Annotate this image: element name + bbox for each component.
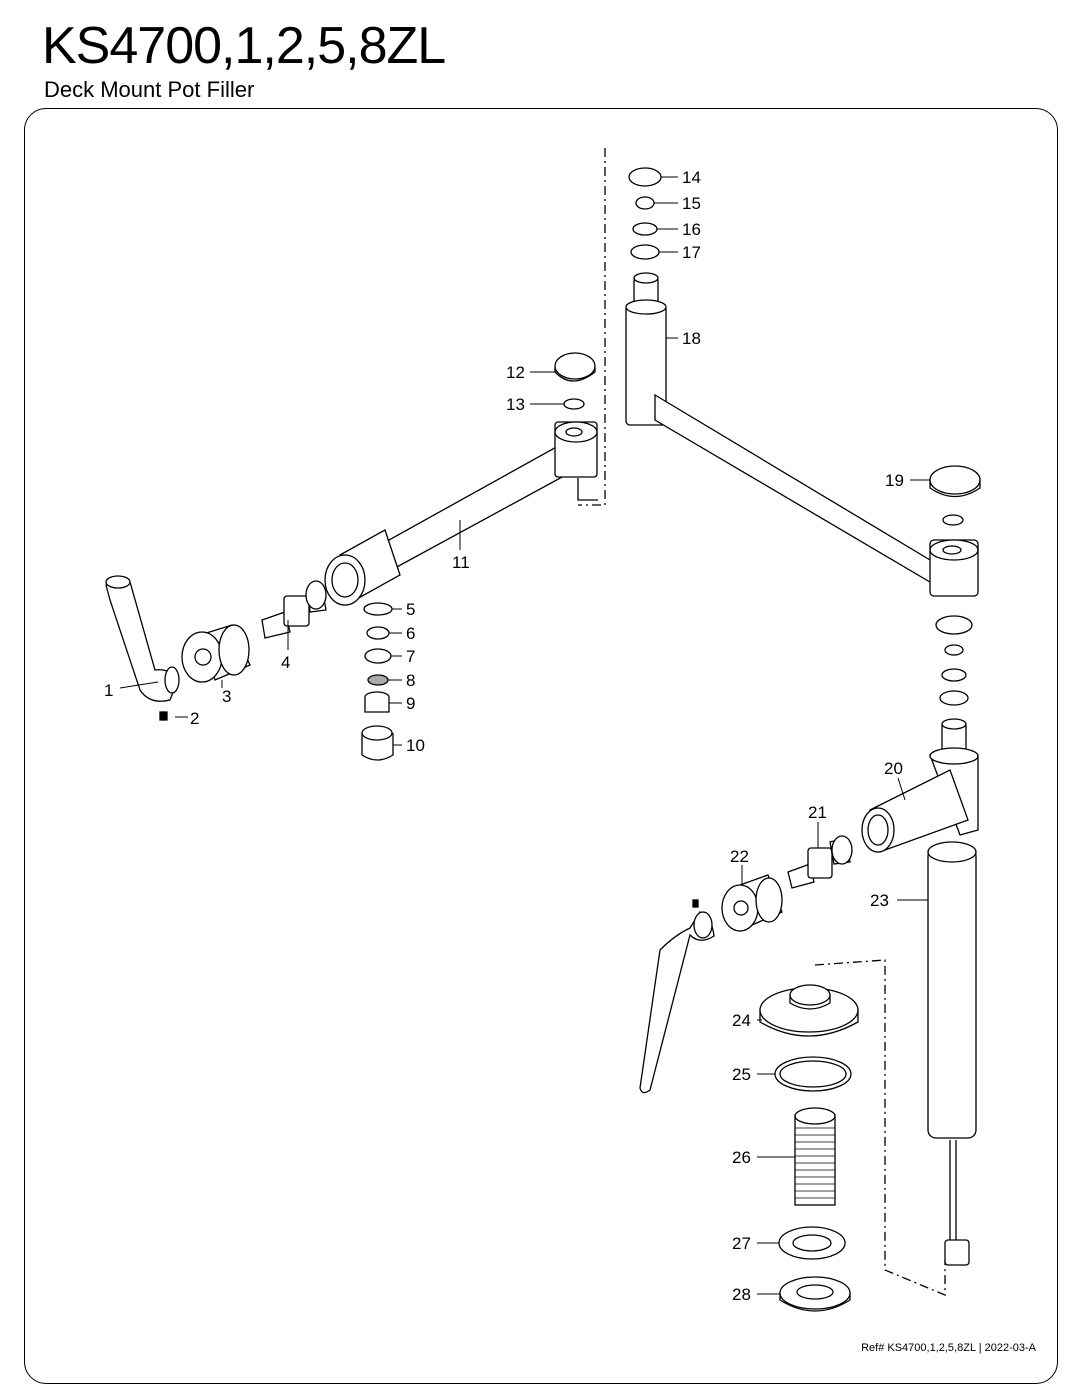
part-8-screen [367,674,389,686]
part-12-cap [554,352,596,382]
part-14-o-ring [628,167,662,187]
part-13-o-ring [563,398,585,410]
assembly-guide-lines [578,148,946,1296]
part-label: 14 [682,168,701,187]
product-subtitle: Deck Mount Pot Filler [44,77,255,102]
part-20-valve-body [861,718,979,853]
part-label: 5 [406,600,415,619]
part-28-mounting-nut [779,1276,851,1312]
part-24-deck-flange [759,984,859,1037]
part-26-threaded-stem [794,1107,836,1206]
part-7-ring [364,648,392,664]
part-label: 2 [190,709,199,728]
part-27-washer [778,1226,846,1260]
part-21-valve-cartridge [787,835,853,889]
part-label: 20 [884,759,903,778]
part-label: 24 [732,1011,751,1030]
part-17-o-ring [630,244,660,260]
part-label: 13 [506,395,525,414]
part-18-upper-swivel-body [625,272,936,587]
part-15-washer [635,196,655,210]
part-label: 28 [732,1285,751,1304]
model-title: KS4700,1,2,5,8ZL [42,17,446,75]
part-label: 25 [732,1065,751,1084]
diagram-frame [24,108,1058,1384]
part-number-labels: 1 2 3 4 5 6 7 8 9 10 11 12 13 14 15 16 1… [104,168,904,1304]
part-label: 4 [281,653,290,672]
part-11-spout-arm [324,421,598,606]
part-label: 3 [222,687,231,706]
part-label: 18 [682,329,701,348]
part-10-aerator-housing [361,725,394,761]
lower-elbow-joint [929,539,979,597]
part-label: 12 [506,363,525,382]
part-1-lever-handle [105,575,180,702]
part-3-handle-sleeve [181,624,251,683]
thread-lines [795,1127,835,1199]
part-label: 26 [732,1148,751,1167]
part-9-aerator-insert [364,691,390,713]
part-2-set-screw [159,711,168,721]
part-6-washer [366,626,390,640]
part-22-handle-sleeve [721,874,783,932]
reference-note: Ref# KS4700,1,2,5,8ZL | 2022-03-A [861,1342,1036,1354]
part-19-cap [929,465,981,498]
part-label: 16 [682,220,701,239]
part-label: 1 [104,681,113,700]
lever-handle-right [639,899,715,1094]
part-label: 19 [885,471,904,490]
part-4-valve-cartridge [261,580,327,639]
part-label: 27 [732,1234,751,1253]
part-label: 7 [406,647,415,666]
part-label: 8 [406,671,415,690]
part-label: 15 [682,194,701,213]
part-23-shank-tube [927,841,977,1266]
part-label: 10 [406,736,425,755]
part-25-gasket [774,1056,852,1092]
part-16-o-ring [632,222,658,236]
part-5-washer [363,602,393,616]
part-label: 11 [452,553,470,572]
part-label: 9 [406,694,415,713]
part-label: 17 [682,243,701,262]
leader-lines [119,176,930,1295]
part-label: 23 [870,891,889,910]
part-label: 21 [808,803,827,822]
part-label: 22 [730,847,749,866]
part-label: 6 [406,624,415,643]
